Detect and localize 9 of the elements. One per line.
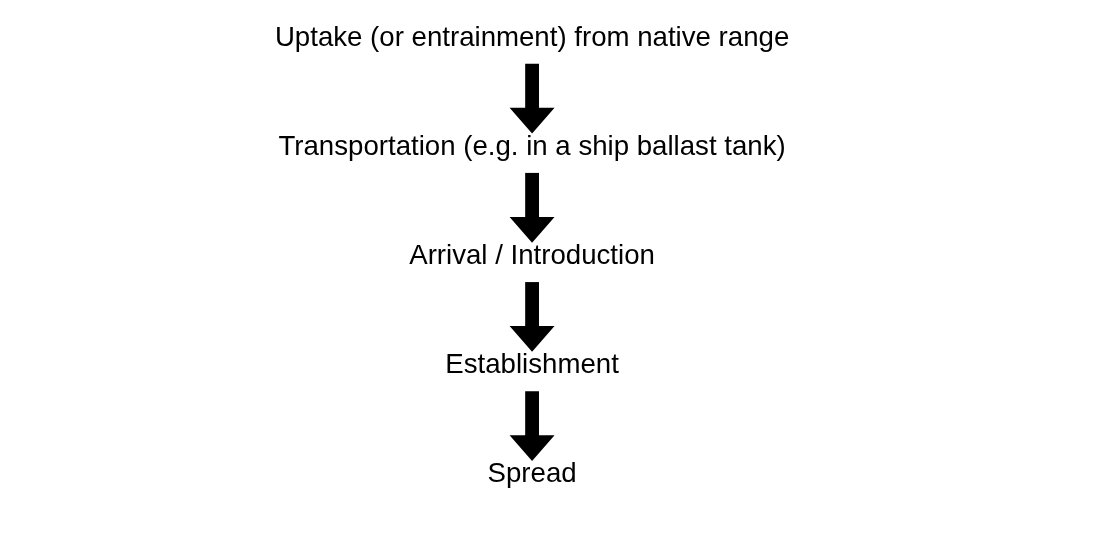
node-text: Spread (487, 457, 577, 489)
arrow (509, 391, 555, 461)
arrow (509, 63, 555, 134)
arrow (509, 172, 555, 243)
node-text: Uptake (or entrainment) from native range (274, 20, 790, 52)
node-text: Transportation (e.g. in a ship ballast tank) (278, 129, 786, 161)
node-text: Establishment (445, 348, 619, 380)
arrow (509, 282, 555, 352)
node-text: Arrival / Introduction (409, 238, 655, 270)
